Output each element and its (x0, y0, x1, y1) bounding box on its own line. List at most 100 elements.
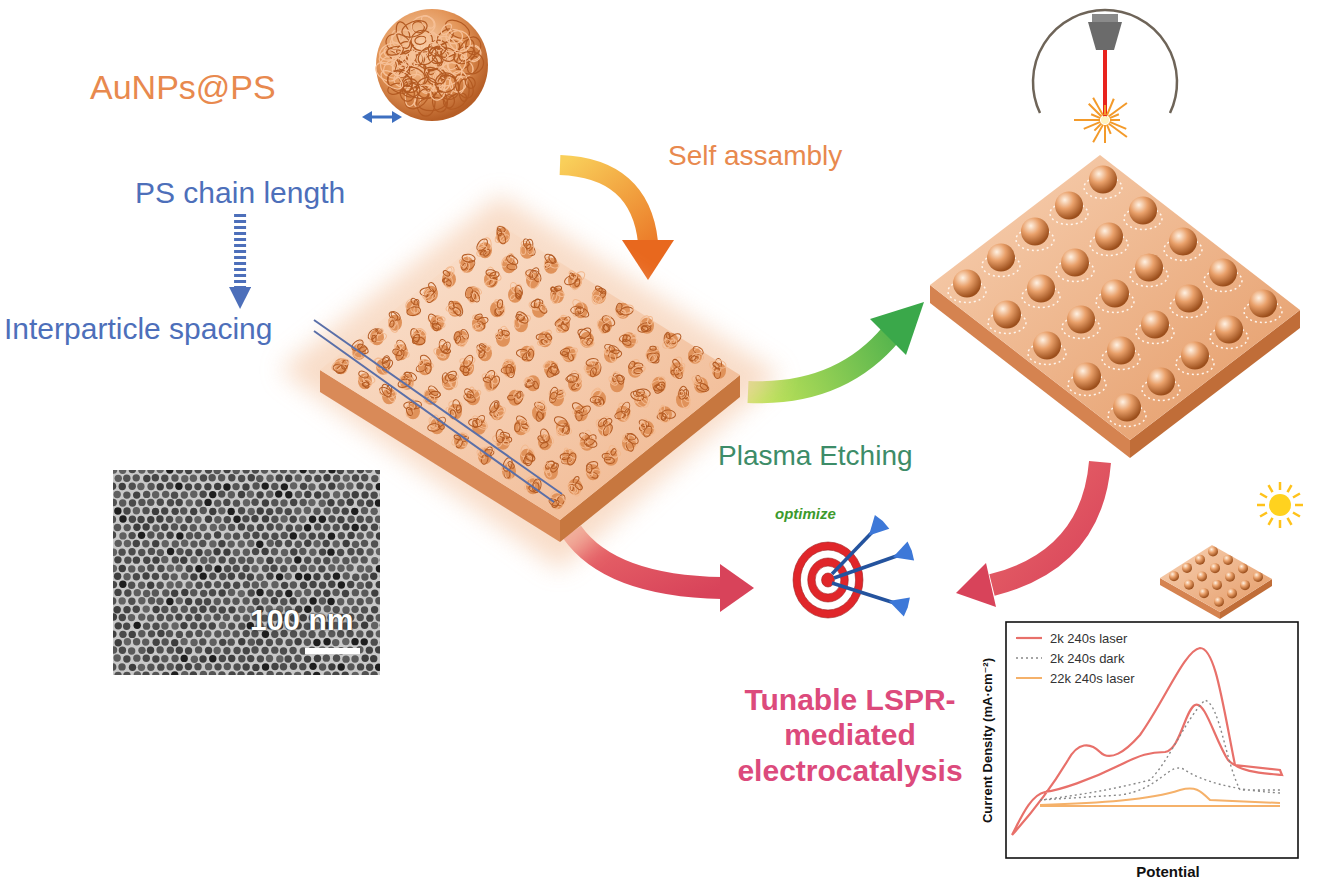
nanoparticle-dot (376, 548, 380, 555)
polymer-loop (615, 303, 623, 313)
polymer-loop (520, 444, 530, 457)
nanoparticle-dot (276, 523, 283, 530)
gold-nanoparticle (1129, 197, 1157, 225)
nanoparticle-dot (252, 482, 259, 489)
polymer-tuft (481, 369, 502, 392)
nanoparticle-dot (142, 523, 149, 530)
polymer-loop (604, 456, 615, 464)
scale-bar (305, 648, 360, 654)
polymer-tuft (420, 281, 438, 303)
nanoparticle-dot (176, 532, 183, 539)
gold-nanoparticle (1113, 394, 1141, 422)
nanoparticle-dot (285, 491, 292, 498)
gold-nanoparticle (1240, 580, 1250, 590)
laser-burst (1093, 98, 1103, 116)
sun-ray (1260, 494, 1267, 498)
nanoparticle-dot (148, 630, 155, 637)
polymer-loop (691, 374, 705, 386)
nanoparticle-dot (128, 581, 135, 588)
nanoparticle-dot (371, 589, 378, 596)
polymer-loop (550, 287, 557, 293)
nanoparticle-dot (284, 672, 291, 675)
polymer-loop (658, 377, 665, 381)
sun-ray (1293, 494, 1300, 498)
nanoparticle-dot (157, 483, 164, 490)
nanoparticle-dot (124, 589, 131, 596)
nanoparticle-dot (219, 655, 226, 662)
nanoparticle-dot (124, 638, 131, 645)
nanoparticle-dot (161, 655, 168, 662)
polymer-tuft (528, 298, 548, 318)
polymer-loop (543, 263, 551, 270)
polymer-loop (483, 377, 492, 383)
target-node: optimizeTunable LSPR-mediated electrocat… (700, 505, 1000, 788)
polymer-tuft (571, 298, 591, 319)
nanoparticle-dot (314, 557, 321, 564)
polymer-loop (402, 83, 421, 98)
polymer-loop (633, 389, 645, 397)
polymer-tuft (475, 341, 492, 361)
nanoparticle-dot (323, 638, 330, 645)
nanoparticle-dot (243, 630, 250, 637)
nanoparticle-dot (304, 639, 311, 646)
polymer-loop (532, 381, 539, 390)
polymer-tuft (490, 299, 506, 318)
polymer-loop (586, 464, 592, 473)
nanoparticle-dot (380, 573, 381, 580)
nanoparticle-dot (147, 516, 154, 523)
nanoparticle-dot (156, 470, 163, 473)
dart-feather (893, 542, 914, 561)
polymer-loop (533, 401, 546, 411)
nanoparticle-dot (352, 474, 359, 481)
nanoparticle-dot (134, 589, 141, 596)
gold-nanoparticle (1195, 555, 1205, 565)
polymer-loop (631, 365, 646, 377)
nanoparticle-dot (162, 573, 169, 580)
polymer-tuft (463, 387, 482, 406)
nanoparticle-dot (271, 470, 278, 473)
dart-feather (869, 515, 889, 536)
nanoparticle-dot (133, 556, 140, 563)
nanoparticle-dot (285, 590, 292, 597)
nanoparticle-dot (327, 548, 334, 555)
nanoparticle-dot (143, 622, 150, 629)
nanoparticle-dot (205, 663, 212, 670)
polymer-loop (568, 270, 578, 280)
nanoparticle-dot (129, 664, 136, 671)
nanoparticle-dot (157, 565, 164, 572)
gold-nanoparticle (1212, 580, 1222, 590)
nanoparticle-dot (209, 671, 216, 675)
nanoparticle-dot (194, 516, 201, 523)
nanoparticle-dot (233, 532, 240, 539)
nanoparticle-dot (314, 491, 321, 498)
nanoparticle-dot (213, 613, 220, 620)
nanoparticle-dot (328, 663, 335, 670)
nanoparticle-dot (147, 664, 154, 671)
nanoparticle-dot (186, 532, 193, 539)
laser-nozzle (1088, 22, 1122, 50)
nanoparticle-dot (175, 613, 182, 620)
nanoparticle-dot (266, 508, 273, 515)
gold-nanoparticle (1182, 563, 1192, 573)
polymer-loop (485, 345, 492, 352)
nanoparticle-dot (318, 532, 325, 539)
polymer-loop (647, 316, 653, 325)
nanoparticle-dot (119, 565, 126, 572)
polymer-loop (423, 394, 436, 404)
nanoparticle-dot (371, 540, 378, 547)
nanoparticle-dot (337, 483, 344, 490)
nanoparticle-dot (281, 549, 288, 556)
nanoparticle-dot (118, 663, 125, 670)
nanoparticle-dot (148, 597, 155, 604)
nanoparticle-dot (113, 597, 116, 604)
nanoparticle-dot (233, 582, 240, 589)
nanoparticle-dot (142, 507, 149, 514)
laser-burst (1110, 114, 1119, 118)
nanoparticle-dot (233, 663, 240, 670)
nanoparticle-dot (213, 647, 220, 654)
polymer-loop (485, 278, 495, 287)
nanoparticle-dot (143, 590, 150, 597)
nanoparticle-dot (276, 573, 283, 580)
polymer-loop (495, 410, 505, 418)
nanoparticle-dot (171, 622, 178, 629)
